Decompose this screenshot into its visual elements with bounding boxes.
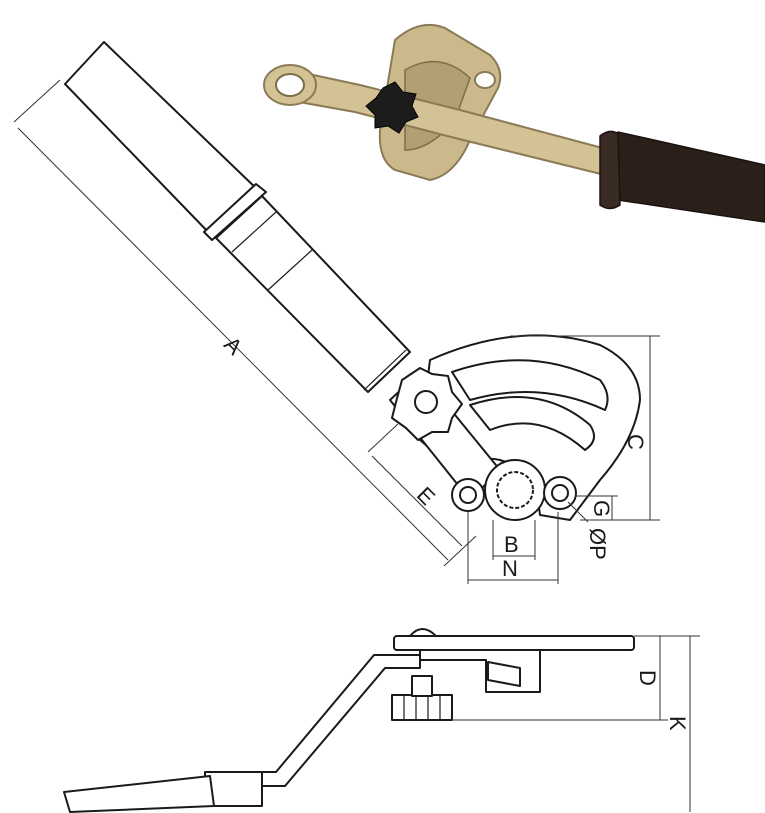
plan-spline-socket-inner [496, 471, 534, 509]
side-knob [391, 694, 453, 721]
side-knob-stem [411, 675, 433, 697]
plan-tube-ring-3 [363, 349, 407, 391]
photo-plate-hole [474, 71, 496, 89]
photo-grip-flange [599, 130, 621, 210]
dimension-e-label: E [412, 482, 440, 510]
photo-ring-hole [275, 73, 305, 97]
plan-right-hole [551, 484, 569, 502]
dimension-n-label: N [502, 556, 518, 581]
dimension-b: B [492, 520, 536, 560]
plan-handle-collar [203, 183, 267, 241]
dimension-a-label: A [219, 332, 247, 360]
photo-star-knob [365, 81, 419, 134]
photo-rubber-grip [601, 131, 765, 223]
dimension-g: G [575, 495, 618, 520]
plan-sector-slot-outer [451, 359, 609, 411]
plan-left-hole [459, 486, 477, 504]
dimension-d-label: D [635, 670, 660, 686]
side-bracket [419, 649, 541, 693]
side-cranked-arm [254, 654, 421, 787]
dimension-b-label: B [504, 532, 519, 557]
plan-tube-ring-1 [231, 211, 277, 253]
dimension-c-label: C [623, 434, 648, 450]
dimension-k-label: K [665, 716, 690, 731]
plan-tube-ring-2 [267, 249, 313, 291]
dimension-d: D [452, 635, 700, 721]
side-top-plate [393, 635, 635, 651]
dimension-c: C [510, 335, 660, 521]
dimension-g-label: G [589, 500, 614, 517]
plan-view: A E C G ØP B [13, 41, 660, 584]
side-handle-grip [63, 775, 215, 813]
dimension-n: N [467, 512, 559, 584]
dimension-k: K [665, 636, 691, 812]
side-latch [487, 661, 521, 687]
dimension-p-label: ØP [585, 528, 610, 560]
product-photo [263, 24, 765, 223]
side-view: D K [63, 628, 700, 813]
dimension-p: ØP [567, 501, 610, 560]
plan-knob-center [414, 390, 438, 414]
plan-sector-slot-inner [469, 396, 595, 451]
side-top-pin [409, 628, 437, 637]
plan-handle-tube [215, 195, 411, 393]
